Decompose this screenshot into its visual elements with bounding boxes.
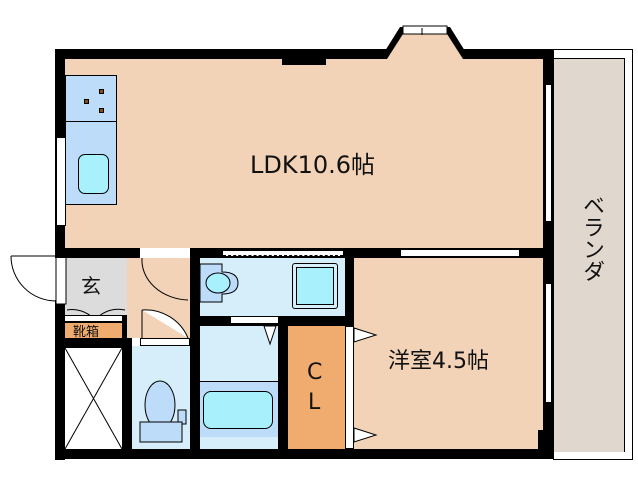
room-ldk	[65, 59, 543, 248]
outer-wall-right	[543, 49, 553, 459]
genkan-label: 玄	[81, 274, 101, 298]
burner-icon	[99, 89, 104, 94]
closet-door-arrows	[353, 327, 378, 443]
closet-doors	[345, 326, 354, 449]
washing-machine	[292, 263, 338, 309]
toilet-door-opening	[140, 338, 190, 346]
veranda-label: ベランダ	[579, 194, 604, 282]
shoebox	[65, 322, 123, 338]
hall-door-swing	[141, 257, 189, 339]
hall-wall-top	[55, 248, 145, 258]
room-western-label: 洋室4.5帖	[388, 349, 489, 374]
kitchen-window	[56, 137, 66, 226]
bath-wall-right	[278, 316, 288, 459]
veranda	[553, 58, 625, 460]
closet-label-c: C	[307, 360, 323, 385]
wash-wall-top	[190, 248, 543, 258]
closet-label-l: L	[308, 390, 321, 415]
western-window-right	[545, 283, 552, 403]
closet	[288, 326, 345, 449]
western-door	[400, 249, 520, 257]
bath-triangle	[263, 325, 277, 346]
wash-sliding-door	[223, 250, 343, 256]
storage-wall-top	[55, 338, 132, 348]
room-western	[354, 258, 543, 449]
outer-wall-left-lower	[55, 300, 65, 460]
ldk-window-right	[545, 84, 552, 222]
bathtub-basin	[203, 391, 273, 429]
toilet-icon	[139, 380, 187, 443]
ldk-wall-notch	[282, 59, 326, 65]
outer-wall-top	[55, 49, 553, 59]
kitchen-stove	[65, 75, 117, 122]
entrance-door	[10, 255, 67, 305]
hall-door-opening	[140, 248, 190, 258]
shoebox-label: 靴箱	[73, 325, 100, 340]
veranda-outer	[625, 49, 633, 460]
western-corner	[538, 430, 546, 450]
storage-wall-right	[122, 315, 132, 455]
veranda-bottom	[553, 452, 633, 460]
room-ldk-label: LDK10.6帖	[250, 151, 376, 179]
kitchen-sink-counter	[65, 121, 117, 205]
sink-basin	[78, 154, 109, 194]
washbasin-icon	[199, 263, 239, 303]
bath-door-opening	[230, 316, 280, 324]
outer-wall-bottom	[55, 449, 553, 459]
wash-wall-left	[190, 248, 200, 459]
storage-space	[64, 347, 123, 450]
western-wall-left	[345, 248, 355, 326]
bay-window	[380, 25, 470, 59]
genkan	[65, 258, 127, 316]
burner-icon	[84, 99, 89, 104]
burner-icon	[99, 108, 104, 113]
